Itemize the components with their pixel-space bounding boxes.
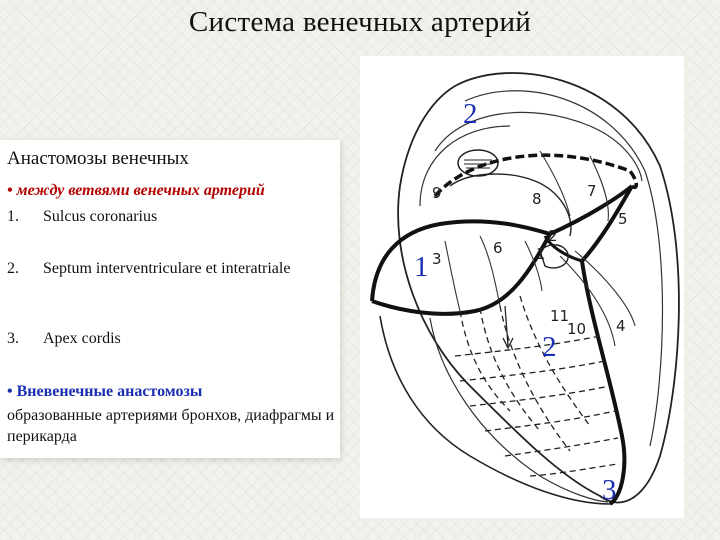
list-item-number: 2. bbox=[7, 260, 43, 278]
list-item: 2.Septum interventriculare et interatria… bbox=[7, 260, 323, 278]
slide-title: Система венечных артерий bbox=[0, 6, 720, 39]
callout-label: 1 bbox=[414, 253, 429, 282]
extracoronary-description: образованные артериями бронхов, диафрагм… bbox=[7, 405, 337, 447]
bullet-coronary-branches: • между ветвями венечных артерий bbox=[7, 182, 265, 200]
list-item: 1.Sulcus coronarius bbox=[7, 208, 323, 226]
num-label: 10 bbox=[567, 320, 586, 338]
heart-drawing: 9 8 7 5 6 3 2 1 11 10 4 bbox=[360, 56, 684, 518]
list-item-text: Apex cordis bbox=[43, 330, 323, 348]
num-label: 8 bbox=[532, 190, 542, 208]
bullet-extracoronary: • Вневенечные анастомозы bbox=[7, 383, 202, 401]
list-item-number: 3. bbox=[7, 330, 43, 348]
num-label: 9 bbox=[432, 184, 442, 202]
list-item: 3.Apex cordis bbox=[7, 330, 323, 348]
num-label: 3 bbox=[432, 250, 442, 268]
right-edge-thick bbox=[582, 186, 632, 504]
outline-inner-1 bbox=[465, 91, 663, 446]
callout-label: 2 bbox=[542, 333, 557, 362]
list-item-number: 1. bbox=[7, 208, 43, 226]
anastomoses-panel: Анастомозы венечных • между ветвями вене… bbox=[0, 140, 340, 458]
num-label: 5 bbox=[618, 210, 628, 228]
pericardium-outline bbox=[398, 73, 679, 503]
panel-heading: Анастомозы венечных bbox=[7, 148, 189, 170]
callout-label: 3 bbox=[602, 476, 617, 505]
list-item-text: Septum interventriculare et interatriale bbox=[43, 260, 323, 278]
left-edge-thick bbox=[372, 234, 550, 314]
num-label: 1 bbox=[536, 245, 546, 263]
num-label: 6 bbox=[493, 239, 503, 257]
num-label: 7 bbox=[587, 182, 597, 200]
heart-diagram: 9 8 7 5 6 3 2 1 11 10 4 2 1 2 3 bbox=[360, 56, 684, 518]
num-label: 4 bbox=[616, 317, 626, 335]
ventricle-contour-2 bbox=[430, 318, 608, 502]
list-item-text: Sulcus coronarius bbox=[43, 208, 323, 226]
callout-label: 2 bbox=[463, 100, 478, 129]
num-label: 2 bbox=[548, 227, 558, 245]
